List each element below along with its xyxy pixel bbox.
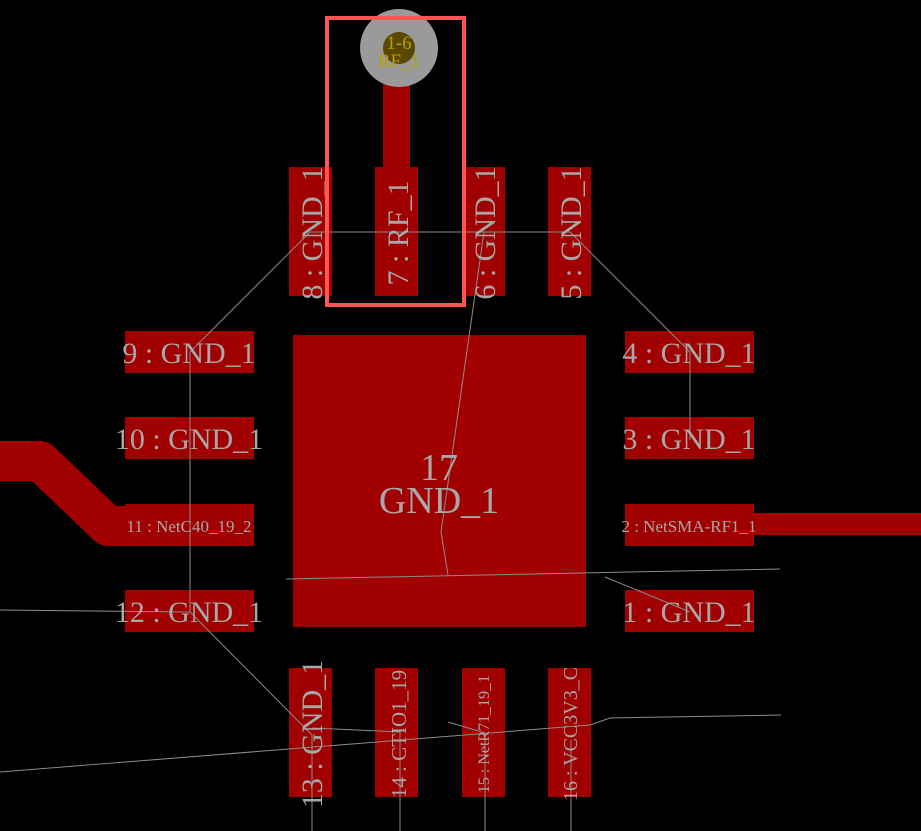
- pad-15-label: 15 : NetR71_19_1: [476, 675, 493, 793]
- pad-5-label: 5 : GND_1: [555, 166, 588, 299]
- pad-13-label: 13 : GND_1: [296, 660, 329, 808]
- pad-6-label: 6 : GND_1: [469, 166, 502, 299]
- pad-7-label: 7 : RF_1: [382, 180, 415, 285]
- pad-10-label: 10 : GND_1: [115, 423, 263, 456]
- pad-12-label: 12 : GND_1: [115, 596, 263, 629]
- ratsnest: [0, 231, 782, 831]
- pad-4-label: 4 : GND_1: [622, 337, 755, 370]
- pad-17-net: GND_1: [379, 480, 499, 522]
- pad-14-label: 14 : CTIO1_19: [387, 670, 411, 798]
- pad-2[interactable]: [625, 504, 754, 546]
- selection-box[interactable]: [325, 16, 466, 307]
- pad-1[interactable]: [625, 590, 754, 632]
- via-hole: [383, 32, 415, 64]
- trace-left-netc40[interactable]: [0, 441, 140, 546]
- pad-17-number: 17: [420, 447, 458, 489]
- pad-9-label: 9 : GND_1: [122, 337, 255, 370]
- pad-16[interactable]: [548, 668, 591, 797]
- pad-11-label: 11 : NetC40_19_2: [127, 517, 252, 536]
- via-number: 1-6: [386, 33, 411, 54]
- pad-8-label: 8 : GND_1: [296, 166, 329, 299]
- via-net: RF_1: [378, 51, 420, 72]
- pad-1-label: 1 : GND_1: [622, 596, 755, 629]
- pad-16-label: 16 : VCC3V3_C: [560, 667, 582, 801]
- pad-2-label: 2 : NetSMA-RF1_1: [621, 517, 756, 536]
- trace-rf-stub[interactable]: [383, 82, 410, 174]
- pad-14[interactable]: [375, 668, 418, 797]
- pad-13[interactable]: [289, 668, 332, 797]
- pad-3-label: 3 : GND_1: [622, 423, 755, 456]
